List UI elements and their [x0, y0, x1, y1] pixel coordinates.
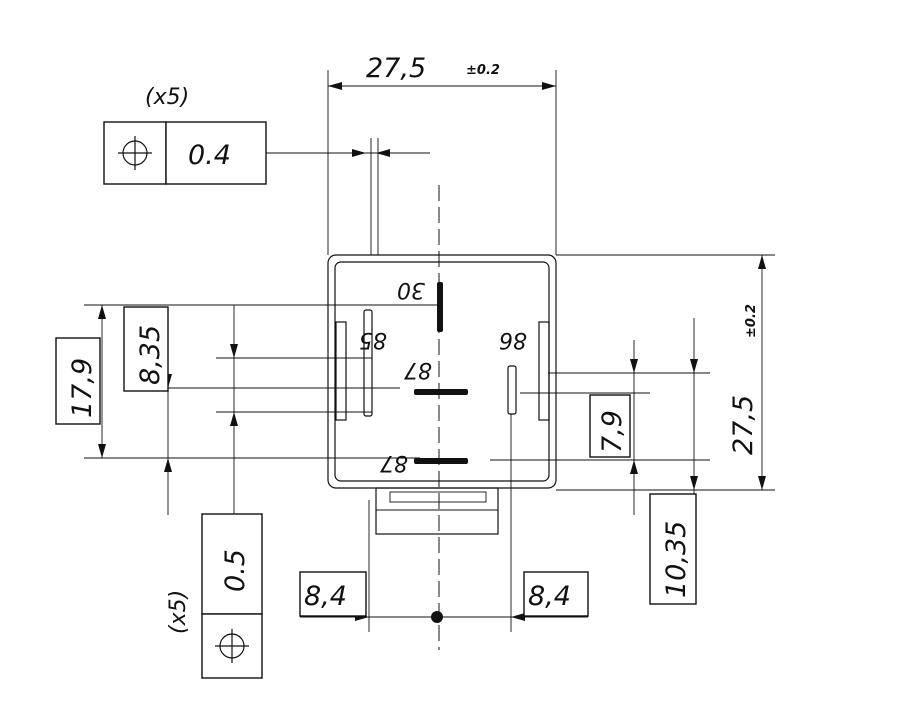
- tol-top-count: (x5): [145, 85, 189, 110]
- dim-10-35-value: 10,35: [661, 521, 692, 598]
- dim-bottom-right-value: 8,4: [528, 581, 571, 612]
- position-icon: [118, 136, 152, 170]
- pin-85: [363, 309, 373, 417]
- relay-body: [327, 254, 557, 535]
- dim-top-tolerance: ±0.2: [466, 63, 500, 78]
- pins: [363, 282, 517, 464]
- pin-label-85: 85: [359, 327, 387, 352]
- dim-8-35-value: 8,35: [135, 325, 166, 385]
- pin-87: [414, 389, 468, 395]
- tol-top-value: 0.4: [188, 140, 231, 171]
- dim-top-value: 27,5: [366, 53, 426, 84]
- dim-right-height: 27,5 ±0.2: [556, 254, 775, 491]
- dim-right-tolerance: ±0.2: [744, 304, 759, 338]
- pin-86: [507, 365, 517, 415]
- dim-right-7-9: 7,9: [490, 340, 710, 515]
- dim-17-9-value: 17,9: [67, 358, 98, 418]
- dim-right-value: 27,5: [728, 395, 759, 455]
- dim-bottom-8-4: 8,4 8,4: [299, 414, 589, 632]
- pin-label-30: 30: [397, 277, 425, 302]
- pin-label-87: 87: [404, 357, 432, 382]
- dim-left-17-9: 17,9: [55, 304, 440, 459]
- tol-bottom-value: 0.5: [220, 549, 251, 592]
- tolerance-frame-bottom: 0.5 (x5): [166, 305, 372, 679]
- tol-bottom-count: (x5): [166, 590, 191, 634]
- dim-left-8-35: 8,35: [123, 306, 400, 515]
- pin-label-87b: 87: [380, 450, 408, 475]
- dim-7-9-value: 7,9: [597, 410, 628, 453]
- dim-top-width: 27,5 ±0.2: [327, 53, 557, 255]
- tolerance-frame-top: (x5) 0.4: [103, 85, 430, 255]
- pin-87b: [414, 458, 468, 464]
- pin-30: [437, 282, 443, 332]
- pin-label-86: 86: [499, 327, 527, 352]
- position-icon: [215, 629, 249, 663]
- dim-bottom-left-value: 8,4: [304, 581, 347, 612]
- dim-right-10-35: 10,35: [649, 318, 698, 605]
